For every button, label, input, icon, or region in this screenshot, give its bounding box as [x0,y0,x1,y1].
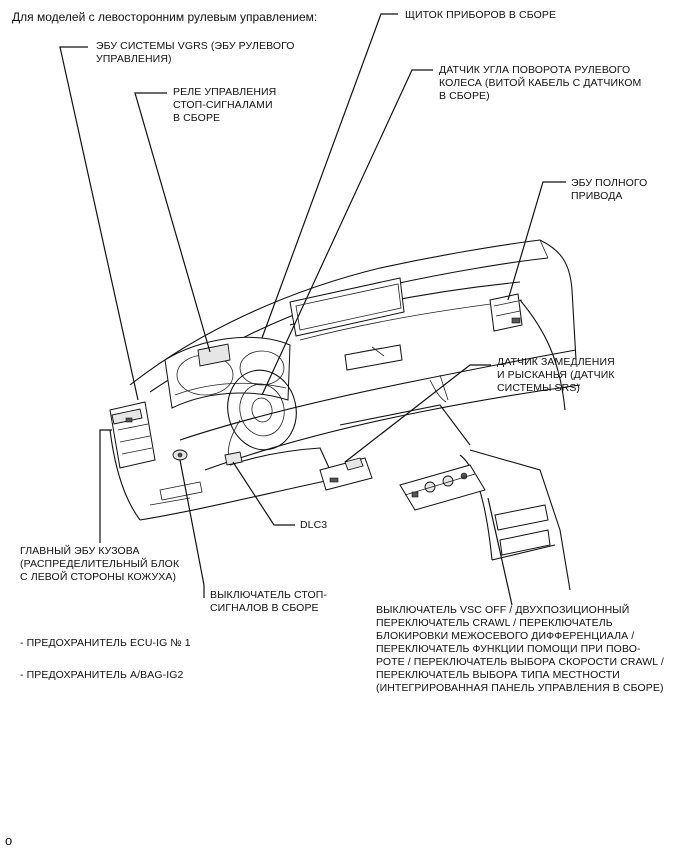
diagram-header: Для моделей с левосторонним рулевым упра… [12,10,318,24]
integrated-panel-part [399,464,486,511]
label-integrated-panel: ВЫКЛЮЧАТЕЛЬ VSC OFF / ДВУХПОЗИЦИОННЫЙ ПЕ… [376,604,664,694]
leader-lines [59,13,566,606]
yaw-sensor-part [319,457,373,491]
dashboard-outline [109,239,581,591]
label-meter: ЩИТОК ПРИБОРОВ В СБОРЕ [405,9,557,21]
fuse-note-2: - ПРЕДОХРАНИТЕЛЬ A/BAG-IG2 [20,669,184,681]
stop-switch-part [172,449,188,461]
label-stop-relay: РЕЛЕ УПРАВЛЕНИЯ СТОП-СИГНАЛАМИ В СБОРЕ [173,86,277,124]
label-stop-switch: ВЫКЛЮЧАТЕЛЬ СТОП- СИГНАЛОВ В СБОРЕ [210,589,327,614]
label-body-ecu: ГЛАВНЫЙ ЭБУ КУЗОВА (РАСПРЕДЕЛИТЕЛЬНЫЙ БЛ… [20,545,180,583]
label-vgrs-ecu: ЭБУ СИСТЕМЫ VGRS (ЭБУ РУЛЕВОГО УПРАВЛЕНИ… [96,40,295,65]
body-ecu-part [109,401,156,469]
label-steering-sensor: ДАТЧИК УГЛА ПОВОРОТА РУЛЕВОГО КОЛЕСА (ВИ… [439,64,642,102]
awd-ecu-part [489,293,523,332]
footer-code: o [5,833,13,848]
dlc3-part [224,451,243,466]
label-dlc3: DLC3 [300,519,328,531]
steering-wheel [227,369,297,466]
label-awd-ecu: ЭБУ ПОЛНОГО ПРИВОДА [571,177,648,202]
label-yaw-sensor: ДАТЧИК ЗАМЕДЛЕНИЯ И РЫСКАНЬЯ (ДАТЧИК СИС… [497,356,615,394]
meter-cluster [164,336,291,409]
fuse-note-1: - ПРЕДОХРАНИТЕЛЬ ECU-IG № 1 [20,637,191,649]
